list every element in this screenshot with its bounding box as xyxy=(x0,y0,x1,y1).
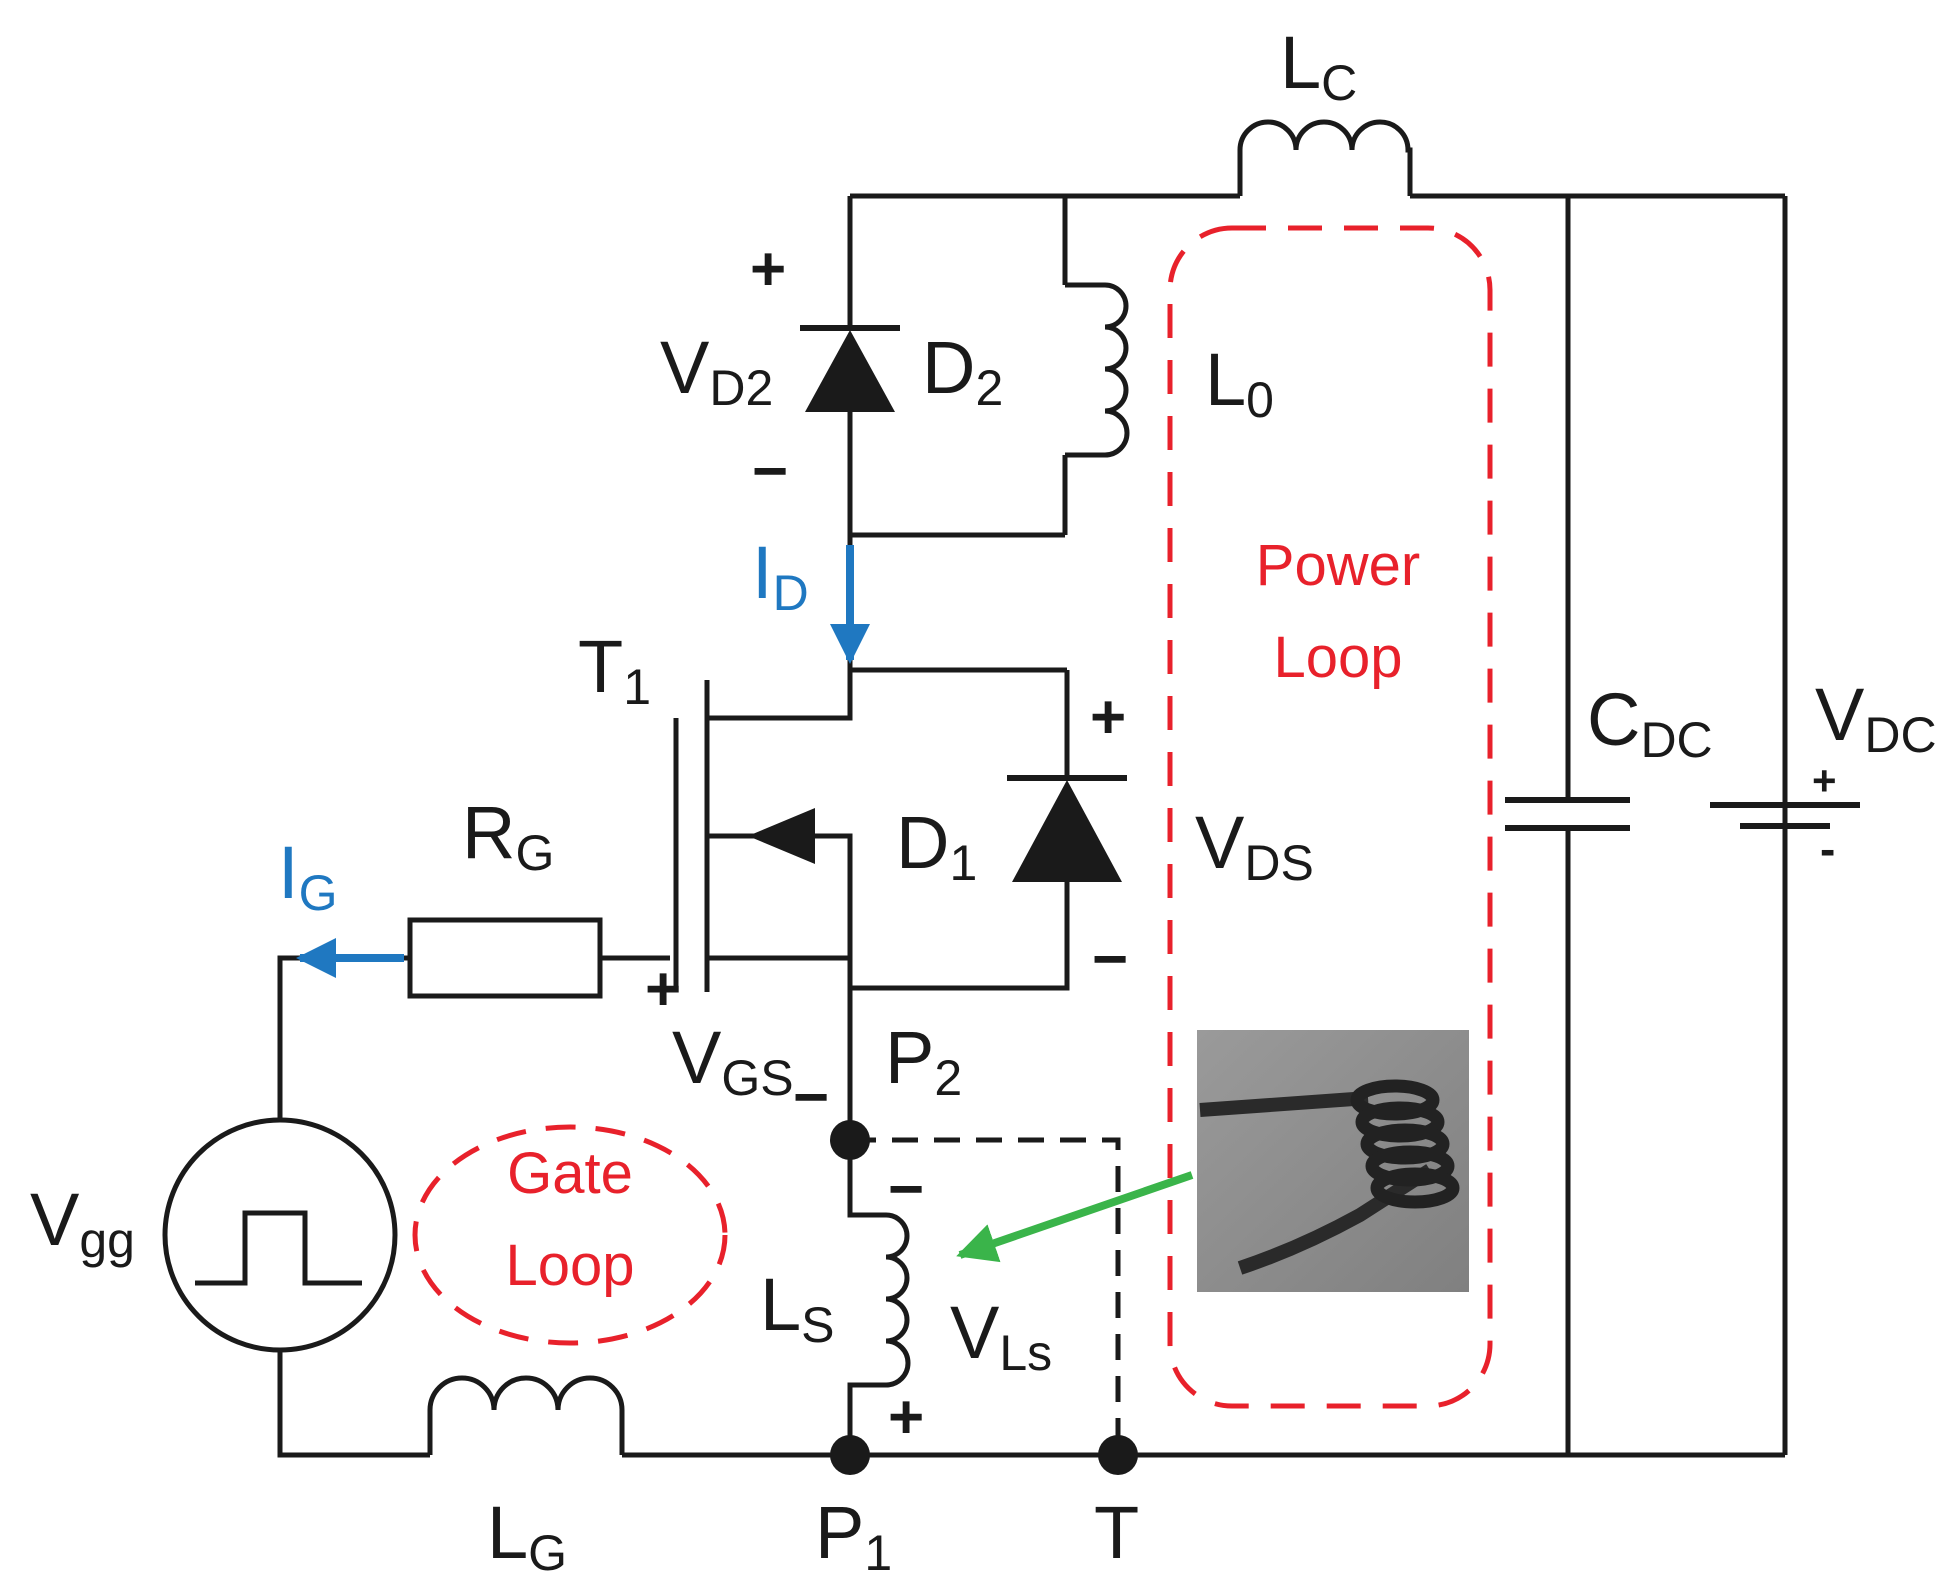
d2-diode xyxy=(800,325,900,412)
label-ls: LS xyxy=(760,1263,835,1353)
vdc-minus-sign: - xyxy=(1820,823,1835,875)
power-loop-label-line2: Loop xyxy=(1273,625,1402,690)
d1-diode xyxy=(1007,775,1127,882)
gate-loop-label-line1: Gate xyxy=(507,1141,633,1206)
power-loop-label-line1: Power xyxy=(1256,533,1420,598)
gate-loop-outline xyxy=(412,1124,728,1346)
label-cdc: CDC xyxy=(1587,678,1713,768)
vdc-plus-sign: + xyxy=(1812,757,1837,804)
vds-minus-sign: − xyxy=(1092,925,1128,994)
vd2-minus-sign: − xyxy=(752,437,788,506)
vd2-plus-sign: + xyxy=(750,235,786,304)
label-rg: RG xyxy=(462,791,554,881)
label-l0: L0 xyxy=(1205,338,1274,428)
label-t1: T1 xyxy=(578,625,651,715)
label-vgg: Vgg xyxy=(30,1178,135,1268)
vdc-battery xyxy=(1710,802,1860,835)
node-p1-dot xyxy=(830,1435,870,1475)
vgg-pulse-source xyxy=(162,1117,398,1353)
vgs-minus-sign: − xyxy=(793,1063,829,1132)
pointer-arrow xyxy=(956,1171,1194,1263)
label-vls: VLs xyxy=(950,1291,1052,1381)
label-vd2: VD2 xyxy=(660,326,773,416)
label-lg: LG xyxy=(487,1491,567,1581)
measurement-dashed-lines xyxy=(850,1137,1121,1458)
label-id: ID xyxy=(752,531,809,621)
node-t-dot xyxy=(1098,1435,1138,1475)
vls-plus-sign: + xyxy=(888,1383,924,1452)
rg-resistor xyxy=(407,917,603,999)
vds-plus-sign: + xyxy=(1090,683,1126,752)
l0-inductor xyxy=(1104,282,1130,458)
label-vds: VDS xyxy=(1195,801,1314,891)
node-p2-dot xyxy=(830,1120,870,1160)
label-t: T xyxy=(1094,1491,1139,1574)
cdc-capacitor xyxy=(1505,797,1630,831)
label-vdc: VDC xyxy=(1815,673,1937,763)
t1-mosfet xyxy=(673,680,815,992)
vls-minus-sign: − xyxy=(888,1155,924,1224)
label-p1: P1 xyxy=(815,1491,892,1581)
gate-loop-label-line2: Loop xyxy=(505,1233,634,1298)
label-lc: LC xyxy=(1280,21,1357,111)
ls-inductor xyxy=(885,1212,911,1388)
vgs-plus-sign: + xyxy=(645,955,681,1024)
label-vgs: VGS xyxy=(672,1016,794,1106)
coil-inductor-photo xyxy=(1197,1030,1469,1292)
label-d1: D1 xyxy=(896,801,977,891)
power-loop-outline xyxy=(1167,225,1493,1409)
label-p2: P2 xyxy=(885,1016,962,1106)
lg-inductor xyxy=(427,1375,625,1455)
label-ig: IG xyxy=(278,831,337,921)
lc-inductor xyxy=(1237,119,1413,196)
label-d2: D2 xyxy=(922,326,1003,416)
